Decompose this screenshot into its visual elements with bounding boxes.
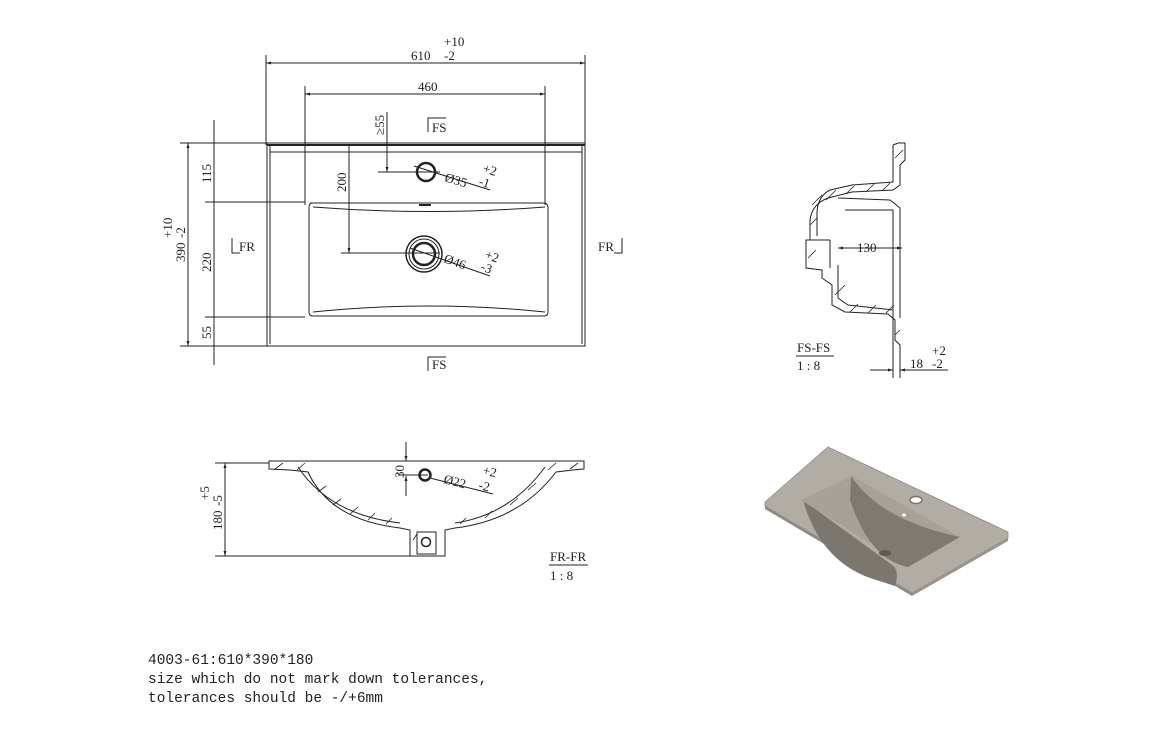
side-section-title: FS-FS	[797, 340, 830, 355]
top-view: +10 610 -2 460 390 -2 +10 115 220 55 ≥55	[160, 34, 623, 372]
overflow-dia: Ø22	[442, 471, 467, 491]
section-fs-bottom: FS	[432, 357, 446, 372]
depth-tol-minus: -2	[173, 227, 188, 238]
section-fr-right: FR	[598, 239, 614, 254]
front-margin: 55	[199, 326, 214, 339]
width-value: 610	[411, 48, 431, 63]
tap-hole-dia: Ø35	[443, 170, 469, 191]
section-fr-left: FR	[239, 239, 255, 254]
overflow-offset: 30	[392, 465, 407, 478]
side-section-scale: 1 : 8	[797, 358, 820, 373]
section-fs-top: FS	[432, 120, 446, 135]
lip-tol-plus: +2	[932, 343, 946, 358]
drain-offset: 200	[334, 173, 349, 193]
front-height-tol-plus: +5	[197, 486, 212, 500]
side-depth: 130	[857, 240, 877, 255]
front-height: 180	[210, 511, 225, 531]
tap-hole-offset: ≥55	[372, 115, 387, 135]
front-section-scale: 1 : 8	[550, 568, 573, 583]
note-model-size: 4003-61:610*390*180	[148, 653, 314, 669]
width-tol-plus: +10	[444, 34, 464, 49]
front-section-view: 180 -5 +5 30 Ø22 +2 -2 FR-FR 1 : 8	[197, 442, 588, 583]
width-tol-minus: -2	[444, 48, 455, 63]
drain-hole-tol-plus: +2	[483, 247, 501, 266]
basin-width: 460	[418, 79, 438, 94]
basin-depth: 220	[199, 253, 214, 273]
depth-value: 390	[173, 243, 188, 263]
drain-hole-tol-minus: -3	[479, 259, 494, 277]
note-tolerance-2: tolerances should be -/+6mm	[148, 691, 383, 707]
tap-hole-tol-plus: +2	[481, 161, 499, 179]
lip-tol-minus: -2	[932, 356, 943, 371]
depth-tol-plus: +10	[160, 218, 175, 238]
overflow-tol-minus: -2	[477, 477, 491, 494]
back-margin: 115	[199, 164, 214, 183]
isometric-render	[764, 446, 1009, 596]
front-height-tol-minus: -5	[210, 495, 225, 506]
drain-hole-dia: Ø46	[442, 251, 469, 273]
note-tolerance-1: size which do not mark down tolerances,	[148, 672, 488, 688]
lip-value: 18	[910, 356, 923, 371]
drawing-notes: 4003-61:610*390*180 size which do not mar…	[148, 652, 487, 709]
front-section-title: FR-FR	[550, 549, 586, 564]
overflow-tol-plus: +2	[481, 462, 498, 480]
side-section-view: 130 +2 18 -2 FS-FS 1 : 8	[796, 142, 948, 378]
tap-hole-tol-minus: -1	[477, 174, 492, 192]
